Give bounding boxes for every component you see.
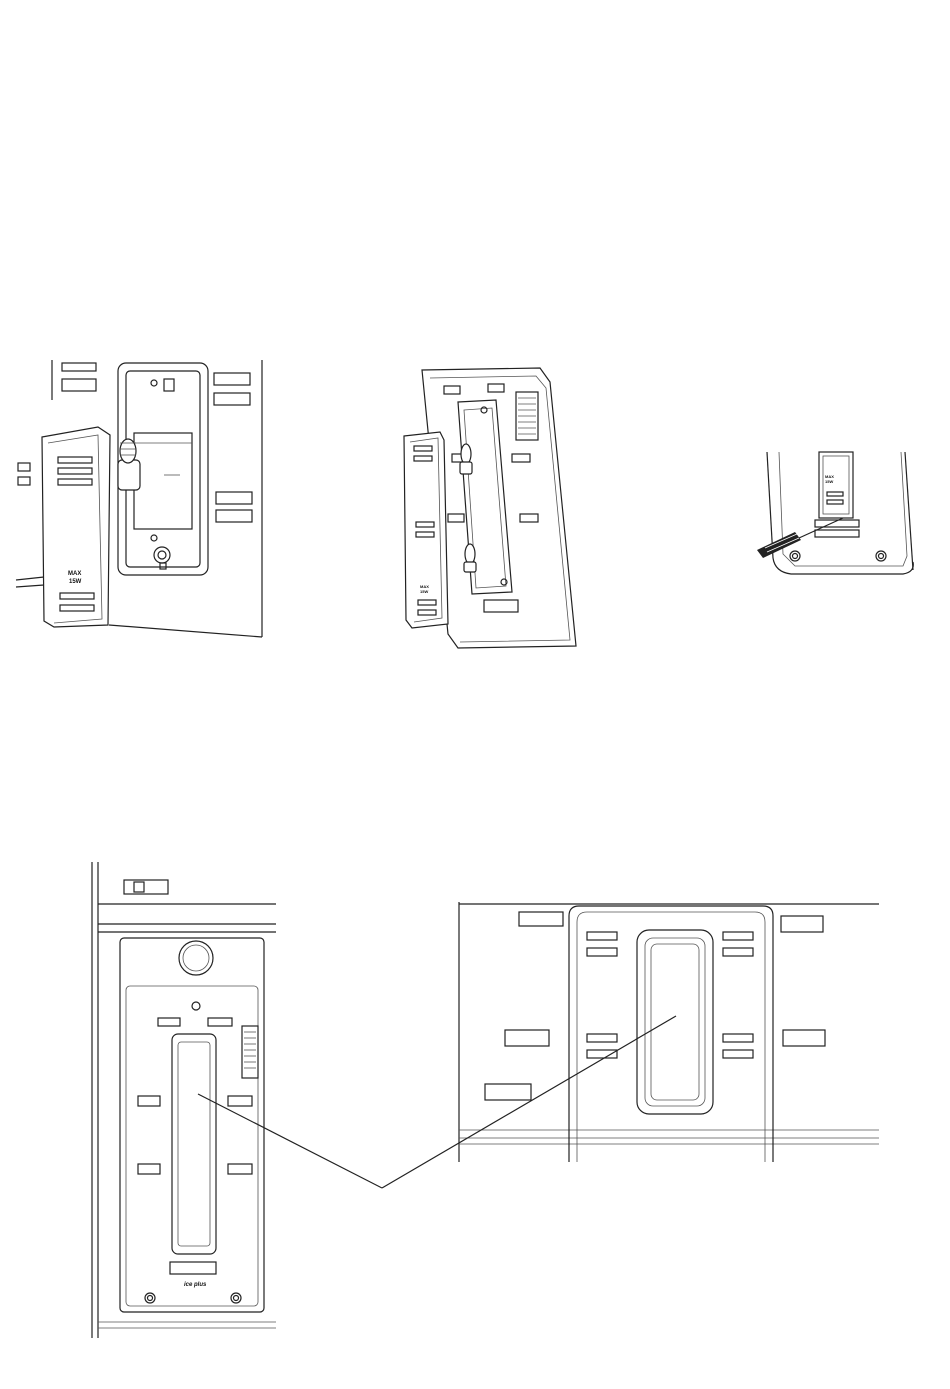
callout-lines [0,0,950,1389]
